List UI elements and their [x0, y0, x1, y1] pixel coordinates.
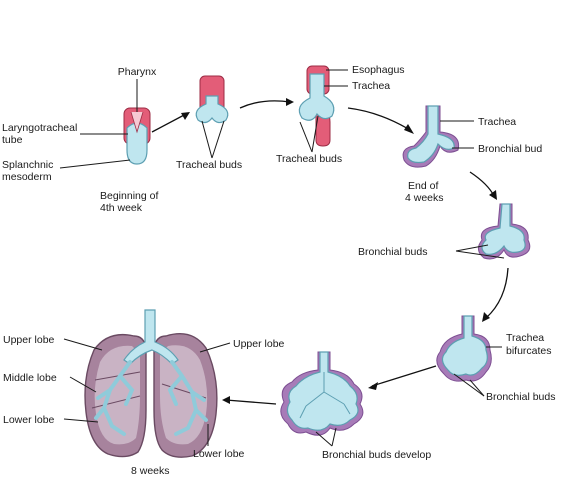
- tracheal-buds-label-b-group: Tracheal buds: [276, 115, 342, 165]
- label-tracheal-buds-b: Tracheal buds: [276, 153, 342, 165]
- label-trachea-bif-1: Trachea: [506, 332, 544, 344]
- label-end-1: End of: [408, 180, 438, 192]
- arrow-3: [347, 107, 411, 131]
- stage-1-laryngotracheal-tube: [123, 107, 151, 165]
- laryngotracheal-label-group: Laryngotracheal tube: [2, 122, 128, 146]
- label-trachea-top: Trachea: [352, 80, 390, 92]
- stage-3-separation: [298, 65, 335, 147]
- label-upper-lobe-left: Upper lobe: [3, 334, 55, 346]
- stage-2-tracheal-buds: [195, 75, 229, 124]
- stage-4-end-of-4-weeks: [402, 105, 460, 168]
- bronchial-bud-label-group: Bronchial bud: [452, 143, 542, 155]
- lower-lobe-left-label-group: Lower lobe: [3, 414, 99, 426]
- label-bronchial-bud: Bronchial bud: [478, 143, 542, 155]
- upper-lobe-right-label-group: Upper lobe: [199, 338, 285, 353]
- label-trachea-bif-2: bifurcates: [506, 345, 552, 357]
- label-bronchial-buds-develop: Bronchial buds develop: [322, 449, 431, 461]
- label-end-2: 4 weeks: [405, 192, 444, 204]
- label-pharynx: Pharynx: [118, 66, 157, 78]
- label-splanchnic-1: Splanchnic: [2, 159, 53, 171]
- label-lower-lobe-left: Lower lobe: [3, 414, 55, 426]
- label-bronchial-buds-low: Bronchial buds: [486, 391, 555, 403]
- label-upper-lobe-right: Upper lobe: [233, 338, 285, 350]
- bronchial-buds-develop-label-group: Bronchial buds develop: [315, 427, 431, 461]
- trachea-bifurcates-label-group: Trachea bifurcates: [486, 332, 552, 357]
- lower-lobe-right-label-group: Lower lobe: [193, 424, 245, 460]
- splanchnic-label-group: Splanchnic mesoderm: [2, 159, 131, 183]
- label-eight-weeks: 8 weeks: [131, 465, 170, 477]
- stage-6-trachea-bifurcates: [436, 315, 492, 382]
- bronchial-buds-mid-label-group: Bronchial buds: [358, 244, 505, 259]
- label-splanchnic-2: mesoderm: [2, 171, 52, 183]
- arrow-6: [371, 365, 437, 387]
- label-lower-lobe-right: Lower lobe: [193, 448, 245, 460]
- arrow-7: [225, 399, 277, 405]
- arrow-5: [485, 267, 509, 319]
- pharynx-label-group: Pharynx: [118, 66, 157, 112]
- upper-lobe-left-label-group: Upper lobe: [3, 334, 103, 351]
- middle-lobe-label-group: Middle lobe: [3, 372, 97, 393]
- stage-7-bronchial-buds-develop: [280, 351, 364, 436]
- label-beginning-1: Beginning of: [100, 190, 158, 202]
- label-beginning-2: 4th week: [100, 202, 143, 214]
- label-trachea-right: Trachea: [478, 116, 516, 128]
- stage-5-bronchial-buds: [478, 203, 531, 260]
- stage-8-lungs: [84, 309, 218, 458]
- sequence-arrows: [151, 98, 509, 405]
- trachea-right-label-group: Trachea: [440, 116, 516, 128]
- label-laryngotracheal-2: tube: [2, 134, 23, 146]
- esophagus-label-group: Esophagus: [326, 64, 405, 76]
- arrow-4: [469, 171, 495, 197]
- label-esophagus: Esophagus: [352, 64, 405, 76]
- label-laryngotracheal-1: Laryngotracheal: [2, 122, 77, 134]
- label-middle-lobe: Middle lobe: [3, 372, 57, 384]
- trachea-top-label-group: Trachea: [324, 80, 390, 92]
- arrow-2: [239, 100, 291, 109]
- bronchial-buds-low-label-group: Bronchial buds: [453, 373, 555, 403]
- label-bronchial-buds-mid: Bronchial buds: [358, 246, 427, 258]
- arrow-1: [151, 113, 187, 133]
- tracheal-buds-label-a-group: Tracheal buds: [176, 120, 242, 171]
- label-tracheal-buds-a: Tracheal buds: [176, 159, 242, 171]
